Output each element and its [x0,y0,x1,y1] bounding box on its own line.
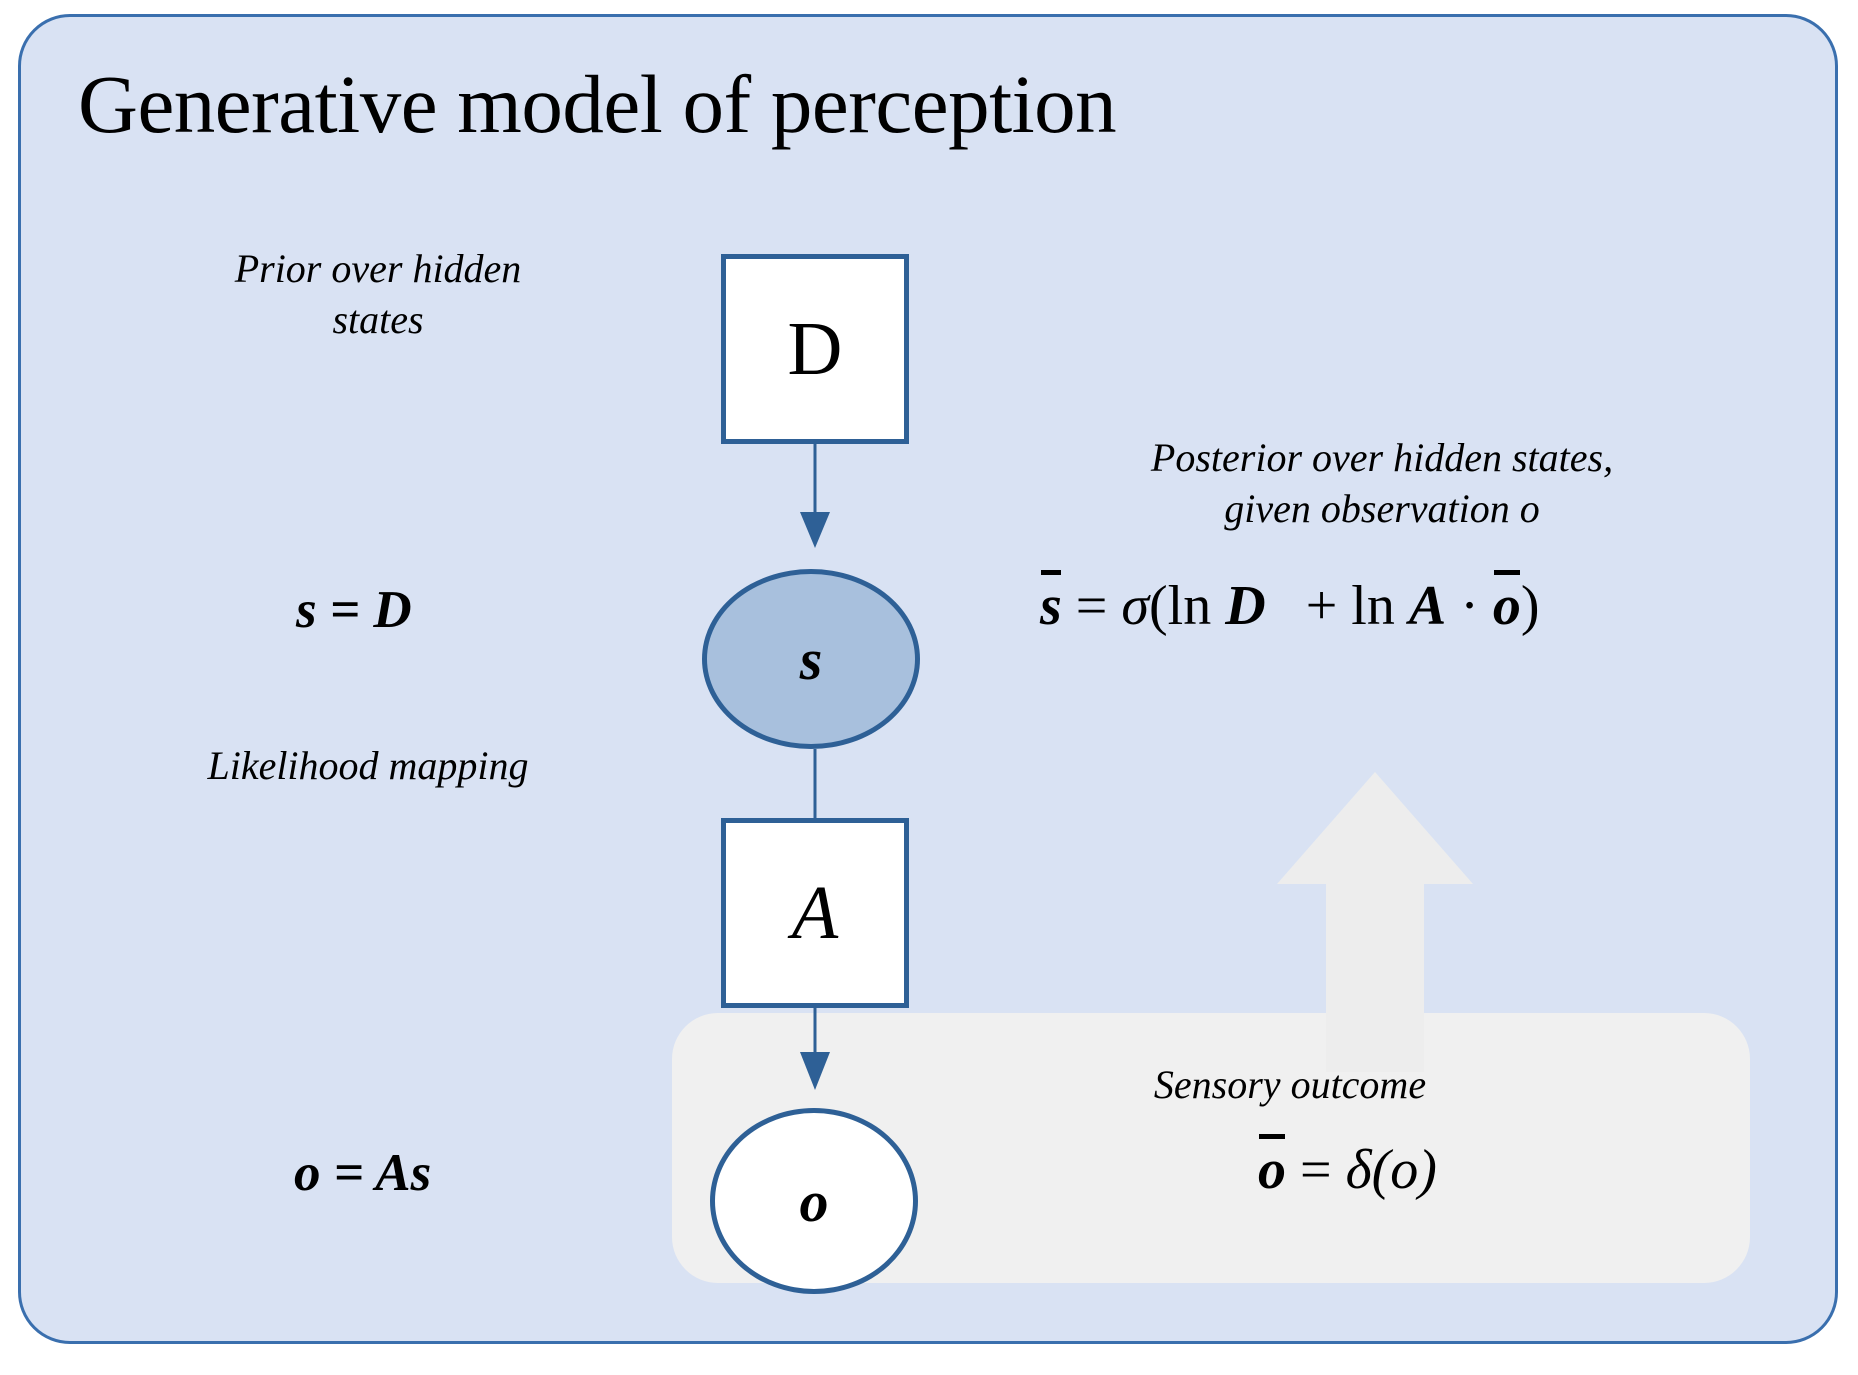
eq-posterior-term-D: D [1225,575,1266,637]
label-prior-line1: Prior over hidden [234,246,522,291]
equation-sensory-outcome: o = δ(o) [1258,1134,1437,1202]
eq-delta-lhs: o [1258,1134,1286,1202]
label-prior-line2: states [332,297,424,343]
page-title: Generative model of perception [78,58,1117,150]
eq-posterior-equals: = [1075,575,1108,637]
eq-posterior-term-A: A [1408,575,1447,637]
eq-delta-delta: δ [1345,1139,1372,1201]
label-posterior-line2: given observation o [1224,486,1540,532]
eq-posterior-close-paren: ) [1520,575,1540,637]
equation-posterior: s = σ(ln D + ln A · o) [1040,570,1540,638]
eq-posterior-dot: · [1460,575,1479,637]
equation-generative-observation: o = As [294,1144,432,1202]
eq-delta-equals: = [1300,1139,1332,1201]
eq-delta-arg: (o) [1371,1139,1437,1201]
eq-posterior-ln-1: ln [1167,575,1212,637]
node-likelihood-matrix-A[interactable]: A [721,818,909,1008]
label-sensory-outcome: Sensory outcome [1153,1062,1427,1107]
label-likelihood-mapping: Likelihood mapping [207,743,529,788]
eq-posterior-ln-2: ln [1351,575,1395,637]
eq-posterior-lhs: s [1040,570,1062,638]
equation-generative-state: s = D [296,581,412,639]
eq-posterior-open-paren: ( [1149,575,1168,637]
eq-posterior-term-o: o [1493,570,1521,638]
upward-arrow-icon [1277,772,1473,1072]
label-posterior-over-hidden-states: Posterior over hidden states, given obse… [1032,432,1732,534]
eq-posterior-plus: + [1305,575,1338,637]
node-hidden-state-s[interactable]: s [702,569,920,749]
eq-posterior-sigma: σ [1121,575,1150,637]
label-prior-over-hidden-states: Prior over hidden states [196,243,560,345]
node-observation-o[interactable]: o [710,1108,918,1294]
label-posterior-line1: Posterior over hidden states, [1150,435,1614,480]
node-prior-matrix-D[interactable]: D [721,254,909,444]
